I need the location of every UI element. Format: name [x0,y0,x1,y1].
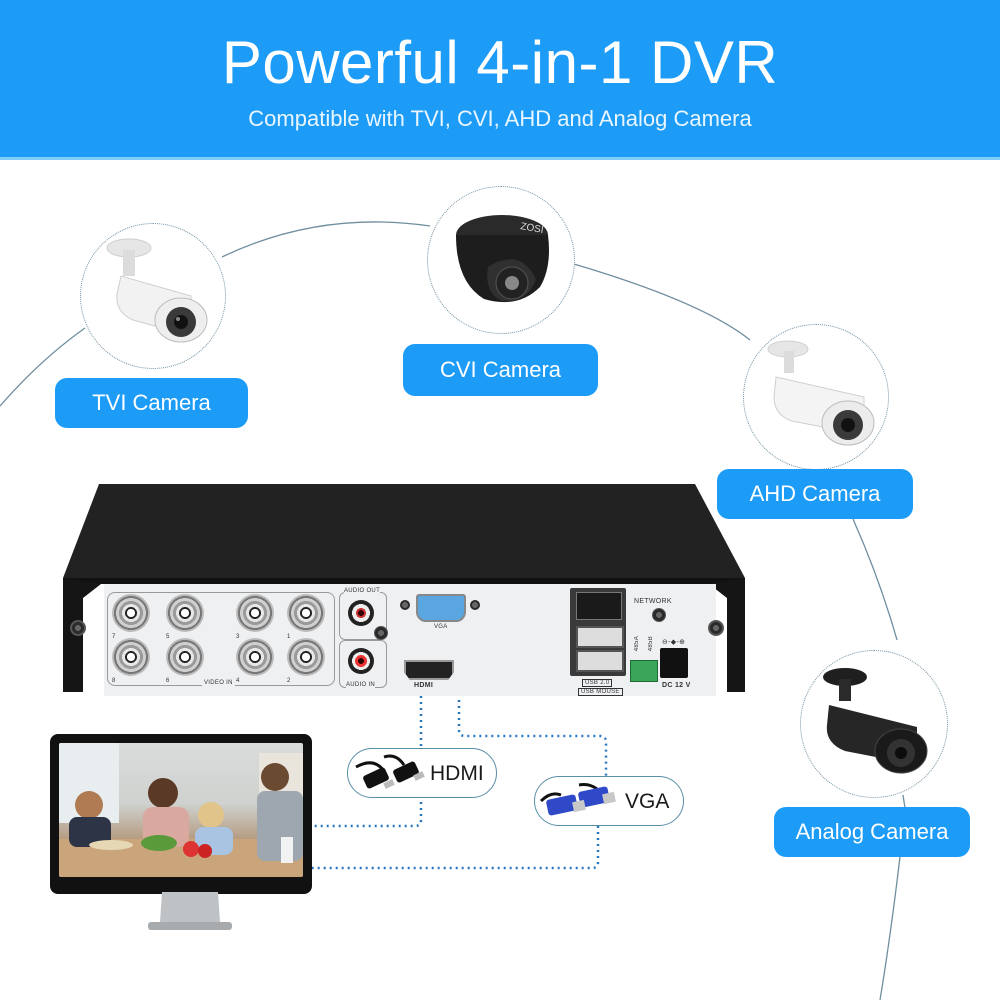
usb-port-2[interactable] [576,650,624,672]
vga-screw-right [470,600,480,610]
video-in-label: VIDEO IN [202,680,235,686]
usb-label-2: USB MOUSE [578,688,623,696]
polarity-label: ⊖-◆-⊕ [662,639,686,646]
channel-label: 8 [112,678,116,684]
hdmi-cable-label: HDMI [430,762,484,785]
bnc-port-1[interactable] [287,594,325,632]
hdmi-port[interactable] [404,660,454,680]
cvi-camera-image: ZOSI [427,186,575,334]
monitor-stand [148,892,232,930]
screw-left [70,620,86,636]
usb-port-1[interactable] [576,626,624,648]
family-photo-icon [59,743,303,877]
vga-cable-badge: VGA [534,776,684,826]
tvi-camera-image [80,223,226,369]
vga-cable-label: VGA [625,790,670,813]
power-label: DC 12 V [662,682,691,689]
tvi-camera-label: TVI Camera [55,378,248,428]
analog-camera-image [800,650,948,798]
bnc-port-3[interactable] [236,594,274,632]
dc-power-port[interactable] [660,648,688,678]
audio-in-port[interactable] [348,648,374,674]
channel-label: 1 [287,634,291,640]
bnc-port-4[interactable] [236,638,274,676]
usb-label-1: USB 2.0 [582,679,613,687]
vga-screw-left [400,600,410,610]
bullet-camera-black-icon [823,668,928,774]
ahd-camera-label: AHD Camera [717,469,913,519]
ethernet-port[interactable] [576,592,622,620]
channel-label: 4 [236,678,240,684]
dome-camera-black-icon: ZOSI [456,215,549,303]
bullet-camera-white-icon [106,238,208,343]
channel-label: 6 [166,678,170,684]
page-subtitle: Compatible with TVI, CVI, AHD and Analog… [248,106,752,131]
hdmi-label: HDMI [414,682,434,689]
ahd-camera-image [743,324,889,470]
bnc-port-2[interactable] [287,638,325,676]
hdmi-cable-badge: HDMI [347,748,497,798]
audio-out-label: AUDIO OUT [344,588,381,594]
analog-camera-label: Analog Camera [774,807,970,857]
ground-screw [374,626,388,640]
vga-cable-icon [539,783,616,816]
network-screw [652,608,666,622]
audio-out-port[interactable] [348,600,374,626]
vga-port[interactable] [416,594,466,622]
channel-label: 5 [166,634,170,640]
bullet-camera-white-icon [767,340,875,446]
svg-text:ZOSI: ZOSI [519,221,544,236]
channel-label: 2 [287,678,291,684]
hdmi-cable-icon [355,754,425,789]
rs485-terminal[interactable] [630,660,658,682]
screw-right [708,620,724,636]
channel-label: 7 [112,634,116,640]
bnc-port-6[interactable] [166,638,204,676]
monitor [50,734,312,894]
header-banner: Powerful 4-in-1 DVR Compatible with TVI,… [0,0,1000,160]
bnc-port-8[interactable] [112,638,150,676]
vga-label: VGA [434,624,448,630]
audio-in-label: AUDIO IN [346,682,376,688]
monitor-screen-photo [59,743,303,877]
rs485b-label: 485B [648,636,654,652]
bnc-port-7[interactable] [112,594,150,632]
dvr-chassis [63,484,745,692]
network-label: NETWORK [634,598,672,605]
dvr-rear-panel: 7 5 3 1 8 6 4 2 VIDEO IN AUDIO OUT AUDIO… [70,584,724,696]
rs485a-label: 485A [634,636,640,652]
channel-label: 3 [236,634,240,640]
cvi-camera-label: CVI Camera [403,344,598,396]
page-title: Powerful 4-in-1 DVR [221,29,779,96]
bnc-port-5[interactable] [166,594,204,632]
